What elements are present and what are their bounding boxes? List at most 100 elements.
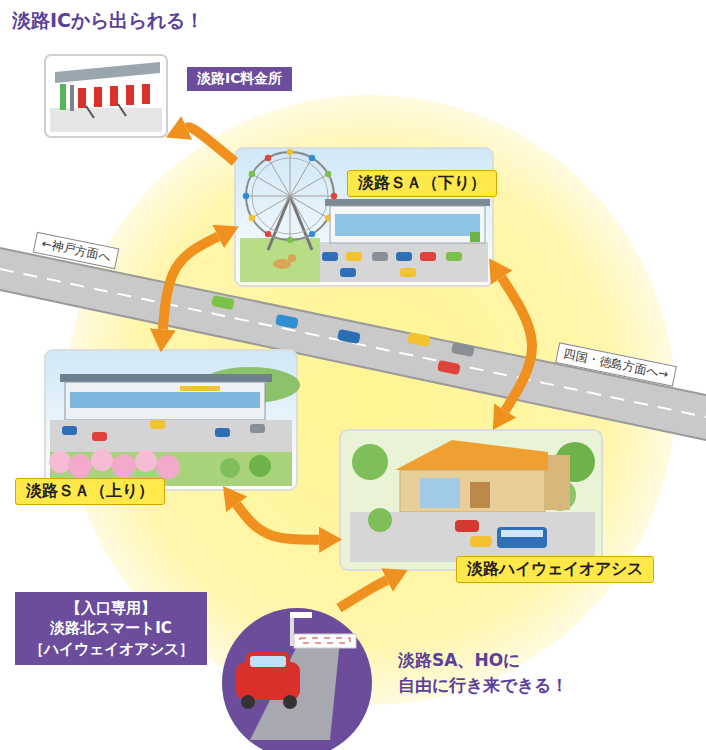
highway <box>0 248 706 440</box>
wheel-gondola <box>325 171 331 177</box>
sa-up-picture <box>45 350 300 490</box>
service-area-node: 淡路ＳＡ（下り） <box>235 148 493 286</box>
wheel-gondola <box>249 215 255 221</box>
illustration-part <box>246 652 290 670</box>
illustration-part <box>91 449 113 471</box>
illustration-part <box>215 428 230 437</box>
illustration-part <box>156 455 180 479</box>
illustration-part <box>118 104 126 116</box>
illustration-part <box>249 455 271 477</box>
wheel-spoke <box>252 174 290 196</box>
wheel-spoke <box>290 196 291 240</box>
illustration-part <box>50 108 162 132</box>
illustration-part <box>470 482 490 508</box>
illustration-part <box>241 695 255 709</box>
illustration-part <box>135 450 157 472</box>
illustration-part <box>110 86 118 106</box>
illustration-part <box>330 206 485 243</box>
connector-arrow <box>237 504 319 539</box>
illustration-part <box>243 149 337 243</box>
wheel-gondola <box>331 193 337 199</box>
wheel-gondola <box>265 231 271 237</box>
illustration-part <box>451 342 475 357</box>
illustration-part <box>65 382 265 420</box>
illustration-part <box>70 85 74 111</box>
illustration-part <box>372 252 388 261</box>
illustration-part <box>60 374 272 382</box>
illustration-part <box>437 360 461 375</box>
wheel-spoke <box>246 196 290 197</box>
illustration-part <box>268 196 290 250</box>
illustration-part <box>290 196 312 250</box>
illustration-part <box>395 440 548 470</box>
wheel-gondola <box>265 155 271 161</box>
illustration-part <box>497 527 547 548</box>
illustration-part <box>211 295 235 310</box>
illustration-part <box>70 392 260 408</box>
wheel-spoke <box>268 196 290 234</box>
service-area-node: 淡路ＳＡ（上り） <box>45 350 297 490</box>
illustration-part <box>340 268 356 277</box>
illustration-part <box>400 268 416 277</box>
illustration-part <box>49 451 71 473</box>
illustration-part <box>220 458 240 478</box>
illustration-part <box>290 616 294 646</box>
illustration-part <box>240 238 320 282</box>
illustration-part <box>55 62 160 83</box>
illustration-part <box>340 430 602 570</box>
illustration-part <box>273 259 291 269</box>
illustration-part <box>126 85 134 105</box>
connector-arrow <box>502 278 532 411</box>
illustration-part <box>300 638 350 643</box>
wheel-gondola <box>287 237 293 243</box>
illustration-part <box>325 199 490 206</box>
illustration-part <box>288 254 296 262</box>
illustration-part <box>142 84 150 104</box>
node-label: 淡路ＳＡ（下り） <box>347 170 497 197</box>
illustration-part <box>335 214 480 236</box>
illustration-part <box>290 612 312 618</box>
illustration-part <box>246 152 334 240</box>
connector-arrow <box>339 580 387 608</box>
illustration-part <box>150 420 165 429</box>
illustration-part <box>163 127 532 608</box>
toll-gate-picture <box>45 55 167 137</box>
illustration-part <box>501 530 543 537</box>
node-label: 淡路IC料金所 <box>187 67 292 91</box>
illustration-part <box>222 608 372 750</box>
illustration-part <box>420 478 460 508</box>
illustration-part <box>235 148 493 286</box>
illustration-part <box>250 656 286 667</box>
wheel-spoke <box>290 174 328 196</box>
illustration-part <box>0 269 706 417</box>
node-label: 淡路ハイウェイオアシス <box>456 556 654 583</box>
highway-oasis-picture <box>340 430 602 570</box>
highway-oasis-node: 淡路ハイウェイオアシス <box>340 430 602 570</box>
wheel-gondola <box>287 149 293 155</box>
note-text: 淡路SA、HOに 自由に行き来できる！ <box>398 648 594 697</box>
illustration-part <box>92 432 107 441</box>
illustration-part <box>368 508 392 532</box>
illustration-part <box>420 252 436 261</box>
connector-arrow <box>163 236 218 329</box>
illustration-part <box>180 386 220 391</box>
illustration-part <box>455 520 479 532</box>
illustration-part <box>396 252 412 261</box>
illustration-part <box>94 87 102 107</box>
illustration-part <box>446 252 462 261</box>
wheel-spoke <box>268 158 290 196</box>
illustration-part <box>407 332 431 347</box>
sa-down-picture <box>235 148 493 286</box>
wheel-gondola <box>309 231 315 237</box>
illustration-part <box>112 454 136 478</box>
illustration-part <box>294 634 356 648</box>
illustration-part <box>68 454 92 478</box>
smart-ic-node: 【入口専用】 淡路北スマートIC ［ハイウェイオアシス］ <box>222 608 372 750</box>
illustration-part <box>62 426 77 435</box>
illustration-part <box>337 329 361 344</box>
illustration-part <box>470 536 492 547</box>
wheel-spoke <box>290 152 291 196</box>
toll-gate-node: 淡路IC料金所 <box>45 55 167 137</box>
illustration-part <box>60 84 66 110</box>
